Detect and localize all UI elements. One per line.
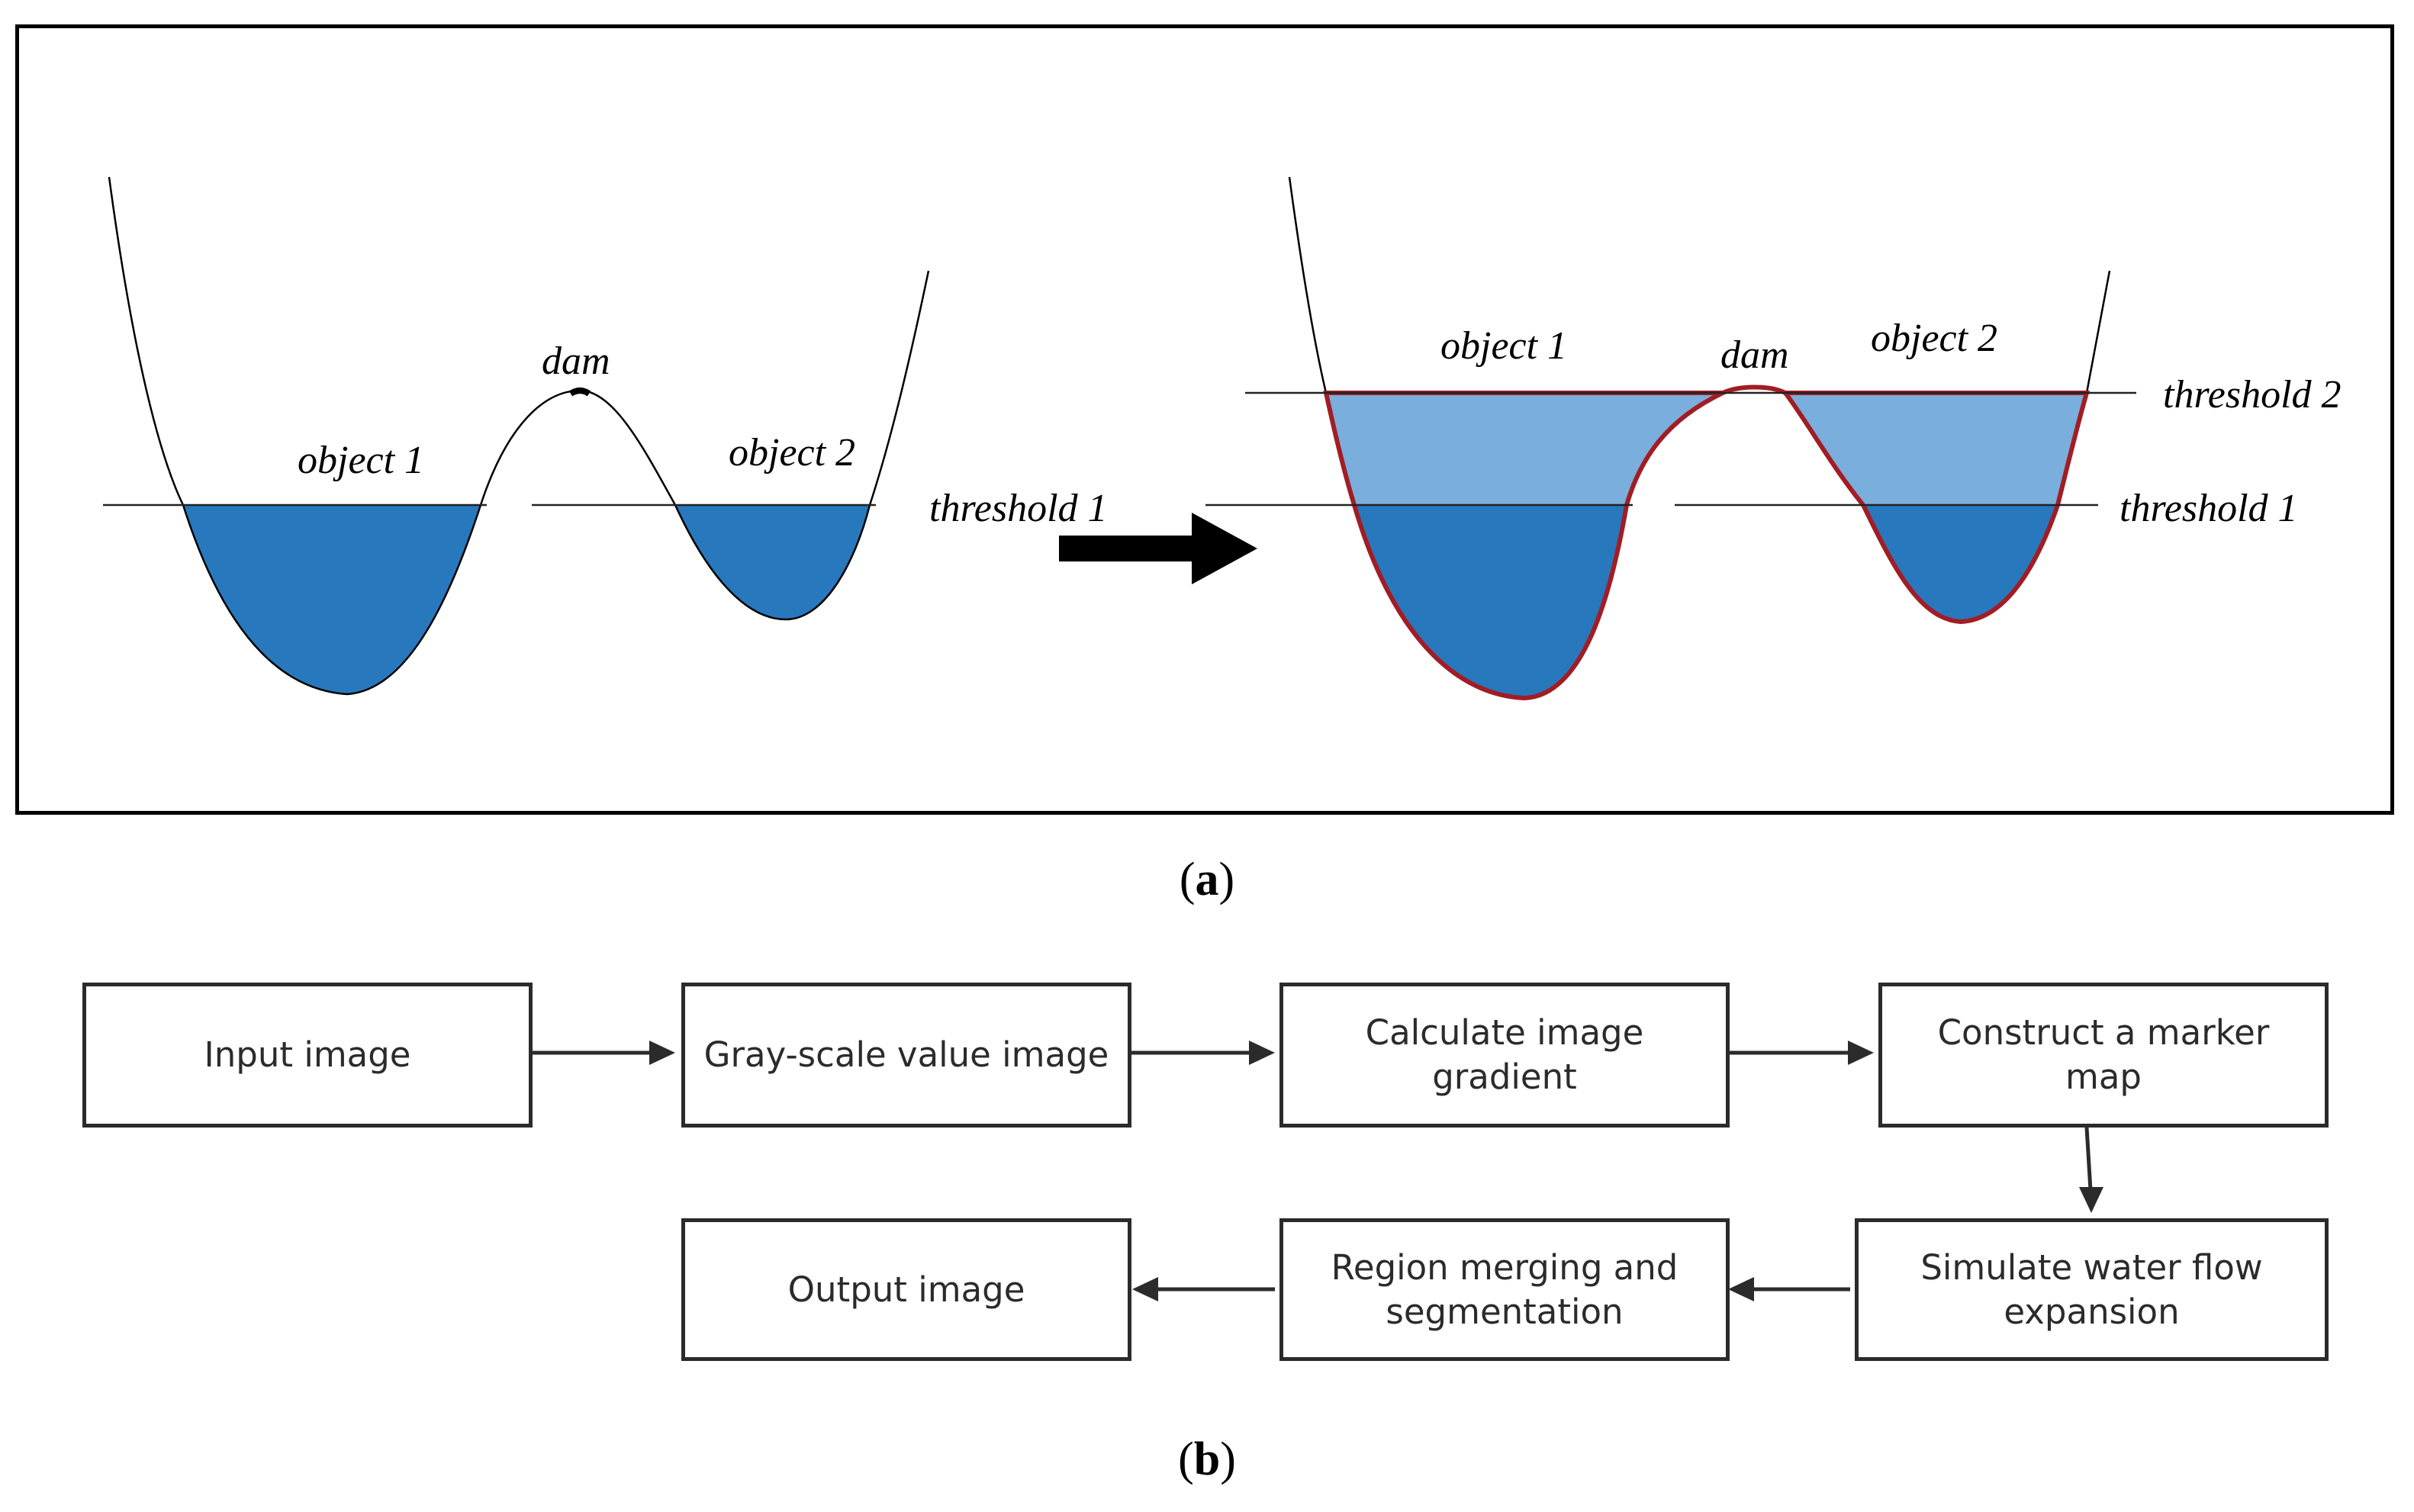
- arrowhead-merge-to-output: [1132, 1277, 1158, 1301]
- right-object1-water-lower: [1354, 505, 1627, 698]
- box-simulate-flow-label: Simulate water flow expansion: [1920, 1247, 2263, 1332]
- left-object1-water: [183, 505, 481, 694]
- box-input-image-label: Input image: [204, 1034, 411, 1075]
- box-calc-gradient: Calculate image gradient: [1279, 983, 1730, 1128]
- arrowhead-input-to-gray: [649, 1041, 675, 1065]
- right-label-threshold1: threshold 1: [2119, 487, 2298, 530]
- box-calc-gradient-label: Calculate image gradient: [1365, 1012, 1644, 1097]
- box-region-merging-label: Region merging and segmentation: [1331, 1247, 1679, 1332]
- arrow-marker-to-simulate: [2084, 1127, 2093, 1191]
- left-label-threshold1: threshold 1: [929, 487, 1108, 530]
- right-object2-water-upper: [1785, 393, 2087, 505]
- right-label-dam: dam: [1720, 333, 1789, 377]
- arrowhead-gradient-to-marker: [1848, 1041, 1874, 1065]
- left-label-object1: object 1: [298, 439, 424, 482]
- arrowhead-marker-to-simulate: [2079, 1187, 2103, 1213]
- box-simulate-flow: Simulate water flow expansion: [1855, 1218, 2329, 1361]
- box-gray-scale: Gray-scale value image: [681, 983, 1131, 1128]
- box-region-merging: Region merging and segmentation: [1279, 1218, 1730, 1361]
- flowchart-arrows: [532, 1041, 2103, 1301]
- box-construct-marker: Construct a marker map: [1878, 983, 2329, 1128]
- caption-a-letter: a: [1195, 854, 1219, 906]
- box-output-image-label: Output image: [787, 1269, 1025, 1310]
- left-label-dam: dam: [542, 339, 610, 383]
- left-gradient-curve: [108, 176, 930, 696]
- right-segmentation-boundary: [1323, 384, 2090, 701]
- arrowhead-simulate-to-merge: [1728, 1277, 1754, 1301]
- right-label-object2: object 2: [1871, 317, 1997, 360]
- box-construct-marker-label: Construct a marker map: [1937, 1012, 2270, 1097]
- caption-b: (b): [1178, 1433, 1236, 1485]
- box-input-image: Input image: [82, 983, 533, 1128]
- right-label-object1: object 1: [1440, 324, 1567, 368]
- right-label-threshold2: threshold 2: [2163, 373, 2342, 417]
- left-object2-water: [675, 505, 870, 619]
- right-object1-water-upper: [1326, 393, 1723, 505]
- left-label-object2: object 2: [729, 431, 855, 475]
- box-output-image: Output image: [681, 1218, 1131, 1361]
- caption-a: (a): [1179, 854, 1235, 906]
- arrowhead-gray-to-gradient: [1249, 1041, 1275, 1065]
- caption-b-letter: b: [1193, 1433, 1221, 1485]
- box-gray-scale-label: Gray-scale value image: [703, 1034, 1109, 1075]
- left-dam-marker: [568, 388, 591, 397]
- transition-arrow: [1059, 513, 1257, 584]
- right-object2-water-lower: [1863, 505, 2058, 622]
